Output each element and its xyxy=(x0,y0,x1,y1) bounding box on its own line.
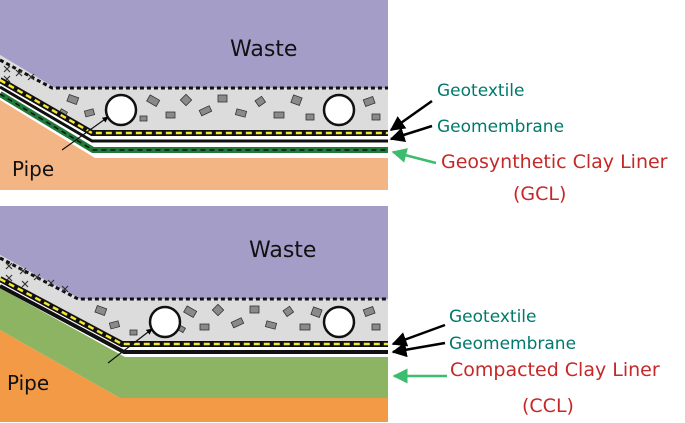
waste-layer xyxy=(0,206,388,299)
geomembrane-arrow xyxy=(391,341,446,358)
gravel xyxy=(58,93,381,122)
waste-label: Waste xyxy=(230,37,297,62)
liner-label: Geosynthetic Clay Liner xyxy=(441,151,668,173)
drainage-boundary xyxy=(0,58,388,90)
pipe-pointer xyxy=(107,328,153,364)
waste-label: Waste xyxy=(249,238,316,263)
drainage-layer xyxy=(0,55,388,130)
pipe xyxy=(104,93,138,127)
pipe xyxy=(148,305,182,339)
geotextile-label: Geotextile xyxy=(437,81,525,101)
slope-hatch xyxy=(5,262,69,293)
drainage-boundary xyxy=(0,256,388,301)
gcl-line-dash xyxy=(0,93,388,151)
waste-layer xyxy=(0,0,388,88)
soil-layer xyxy=(0,330,388,422)
bottom-diagram: Waste Pipe Geotextile Geomembrane Compac… xyxy=(0,206,660,422)
gcl-arrow xyxy=(391,148,437,165)
geomembrane-label: Geomembrane xyxy=(449,334,576,354)
geotextile-line-dash xyxy=(0,78,388,135)
geotextile-label: Geotextile xyxy=(449,307,537,327)
geomembrane-label: Geomembrane xyxy=(437,117,564,137)
soil-layer xyxy=(0,100,388,190)
liner-abbrev: (GCL) xyxy=(513,183,566,205)
ccl-layer xyxy=(0,288,388,398)
geomembrane-line xyxy=(0,284,388,354)
geomembrane-arrow xyxy=(389,124,433,143)
geotextile-arrow xyxy=(389,99,433,132)
geotextile-arrow xyxy=(391,323,446,347)
geotextile-line-dash xyxy=(0,277,388,346)
pipe-pointer xyxy=(61,116,109,151)
pipe-label: Pipe xyxy=(7,371,49,395)
pipe xyxy=(322,305,356,339)
pipe-label: Pipe xyxy=(12,157,54,181)
gravel xyxy=(94,303,381,336)
liner-abbrev: (CCL) xyxy=(522,395,574,417)
pipe xyxy=(322,93,356,127)
slope-hatch xyxy=(3,65,35,83)
liner-label: Compacted Clay Liner xyxy=(450,359,660,381)
geomembrane-line xyxy=(0,85,388,143)
top-diagram: Waste Pipe Geotextile Geomembrane Geosyn… xyxy=(0,0,668,205)
